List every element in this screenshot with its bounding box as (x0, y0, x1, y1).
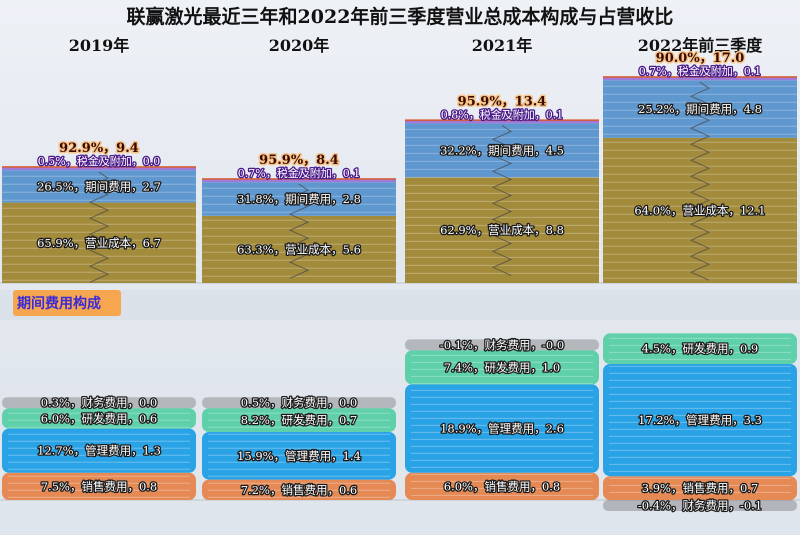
total-value-label: 95.9%，8.4 (259, 153, 339, 168)
bar-spring (88, 171, 110, 283)
sales-expense-label: 7.5%，销售费用，0.8 (41, 479, 158, 493)
cost-value-label: 64.0%，营业成本，12.1 (634, 203, 765, 217)
rd-expense-bar (2, 408, 196, 429)
total-marker (405, 119, 599, 121)
sales-expense-bar (202, 479, 396, 500)
cost-bar (603, 137, 797, 283)
bar-spring (689, 81, 711, 281)
period-expense-value-label: 25.2%，期间费用，4.8 (638, 102, 762, 116)
cost-value-label: 62.9%，营业成本，8.8 (440, 223, 564, 237)
total-marker (202, 178, 396, 180)
management-expense-label: 15.9%，管理费用，1.4 (237, 449, 361, 463)
rd-expense-label: 8.2%，研发费用，0.7 (241, 413, 358, 427)
sales-expense-label: 6.0%，销售费用，0.8 (444, 479, 561, 493)
finance-expense-bar (603, 500, 797, 511)
period-expense-value-label: 32.2%，期间费用，4.5 (440, 143, 564, 157)
rd-expense-bar (405, 350, 599, 385)
finance-expense-bar (2, 397, 196, 409)
tax-value-label: 0.8%，税金及附加，0.1 (441, 107, 563, 121)
cost-value-label: 63.3%，营业成本，5.6 (237, 242, 361, 256)
period-expense-bar (405, 123, 599, 178)
year-label: 2021年 (472, 36, 533, 55)
sales-expense-label: 7.2%，销售费用，0.6 (241, 483, 358, 497)
cost-bar (2, 202, 196, 283)
finance-expense-bar (405, 339, 599, 351)
total-marker (2, 166, 196, 168)
management-expense-bar (405, 384, 599, 473)
year-label: 2019年 (69, 36, 130, 55)
sales-expense-label: 3.9%，销售费用，0.7 (642, 481, 759, 495)
sales-expense-bar (603, 476, 797, 500)
tax-bar (405, 120, 599, 124)
tax-bar (603, 77, 797, 81)
rd-expense-label: 4.5%，研发费用，0.9 (642, 342, 759, 356)
finance-expense-label: 0.3%，财务费用，0.0 (41, 396, 158, 410)
cost-bar (405, 177, 599, 283)
total-value-label: 90.0%，17.0 (656, 51, 745, 66)
rd-expense-bar (603, 333, 797, 364)
total-marker (603, 76, 797, 78)
bar-spring (491, 124, 513, 276)
tax-value-label: 0.7%，税金及附加，0.1 (238, 166, 360, 180)
bar-spring (288, 183, 310, 279)
rd-expense-bar (202, 408, 396, 432)
period-expense-value-label: 26.5%，期间费用，2.7 (37, 179, 161, 193)
sales-expense-bar (405, 472, 599, 500)
finance-expense-bar (202, 397, 396, 409)
management-expense-bar (202, 432, 396, 480)
period-section-title: 期间费用构成 (17, 295, 101, 312)
rd-expense-label: 6.0%，研发费用，0.6 (41, 411, 158, 425)
cost-bar (202, 215, 396, 283)
total-value-label: 95.9%，13.4 (458, 94, 547, 109)
finance-expense-label: 0.5%，财务费用，0.0 (241, 396, 358, 410)
management-expense-label: 18.9%，管理费用，2.6 (440, 422, 564, 436)
period-expense-value-label: 31.8%，期间费用，2.8 (237, 192, 361, 206)
period-expense-bar (603, 80, 797, 138)
year-label: 2020年 (269, 36, 330, 55)
management-expense-bar (2, 428, 196, 473)
finance-expense-label: -0.4%，财务费用，-0.1 (638, 499, 762, 513)
management-expense-bar (603, 364, 797, 477)
finance-expense-label: -0.1%，财务费用，-0.0 (440, 338, 564, 352)
period-section-badge (13, 290, 121, 316)
total-value-label: 92.9%，9.4 (59, 141, 139, 156)
tax-bar (202, 179, 396, 183)
period-expense-bar (2, 170, 196, 203)
background-band (0, 290, 800, 320)
management-expense-label: 17.2%，管理费用，3.3 (638, 413, 762, 427)
chart-title: 联赢激光最近三年和2022年前三季度营业总成本构成与占营收比 (127, 5, 674, 28)
cost-value-label: 65.9%，营业成本，6.7 (37, 236, 161, 250)
sales-expense-bar (2, 472, 196, 500)
tax-value-label: 0.7%，税金及附加，0.1 (639, 64, 761, 78)
tax-value-label: 0.5%，税金及附加，0.0 (38, 154, 160, 168)
rd-expense-label: 7.4%，研发费用，1.0 (444, 360, 561, 374)
tax-bar (2, 167, 196, 171)
year-label: 2022年前三季度 (638, 36, 764, 55)
management-expense-label: 12.7%，管理费用，1.3 (37, 444, 161, 458)
